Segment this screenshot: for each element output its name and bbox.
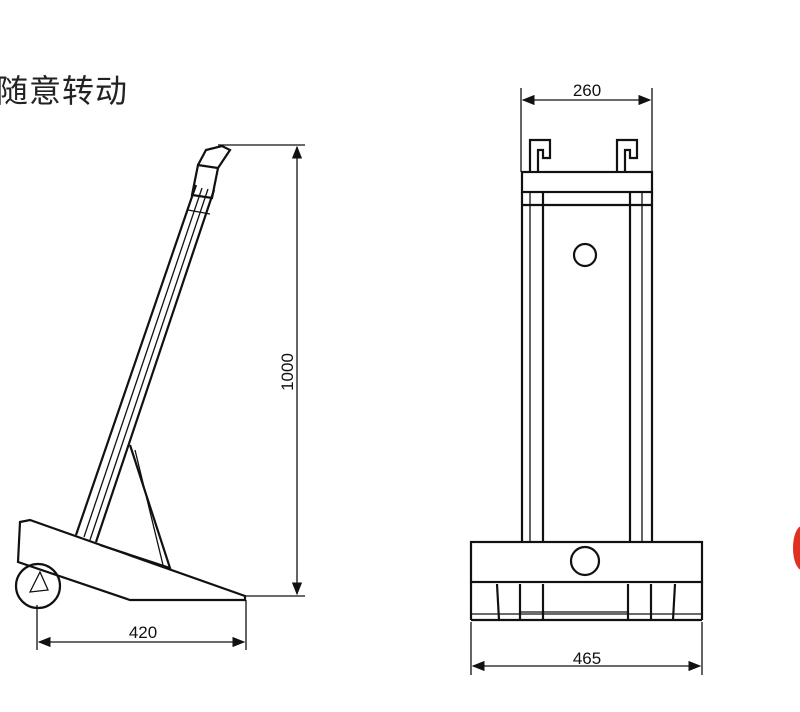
front-view: 260 [469,81,704,675]
hooks [528,138,639,172]
caption-text: 随意转动 [0,72,129,110]
height-dimension: 1000 [218,144,305,597]
base-hole [569,545,601,577]
upright-frame [520,170,654,542]
base-width-dimension: 465 [470,622,703,675]
front-base [469,540,704,622]
width-dim-label: 420 [129,623,157,642]
wheel [14,562,62,610]
top-width-dimension: 260 [520,81,653,172]
side-view: 1000 420 [14,144,305,650]
height-dim-label: 1000 [278,353,297,391]
side-pole [74,144,232,543]
width-dimension: 420 [36,600,247,650]
side-base [16,518,247,602]
side-brace [99,444,172,570]
upper-hole [572,242,598,268]
base-width-label: 465 [573,649,601,668]
red-edge-element [793,526,800,570]
top-width-label: 260 [573,81,601,100]
